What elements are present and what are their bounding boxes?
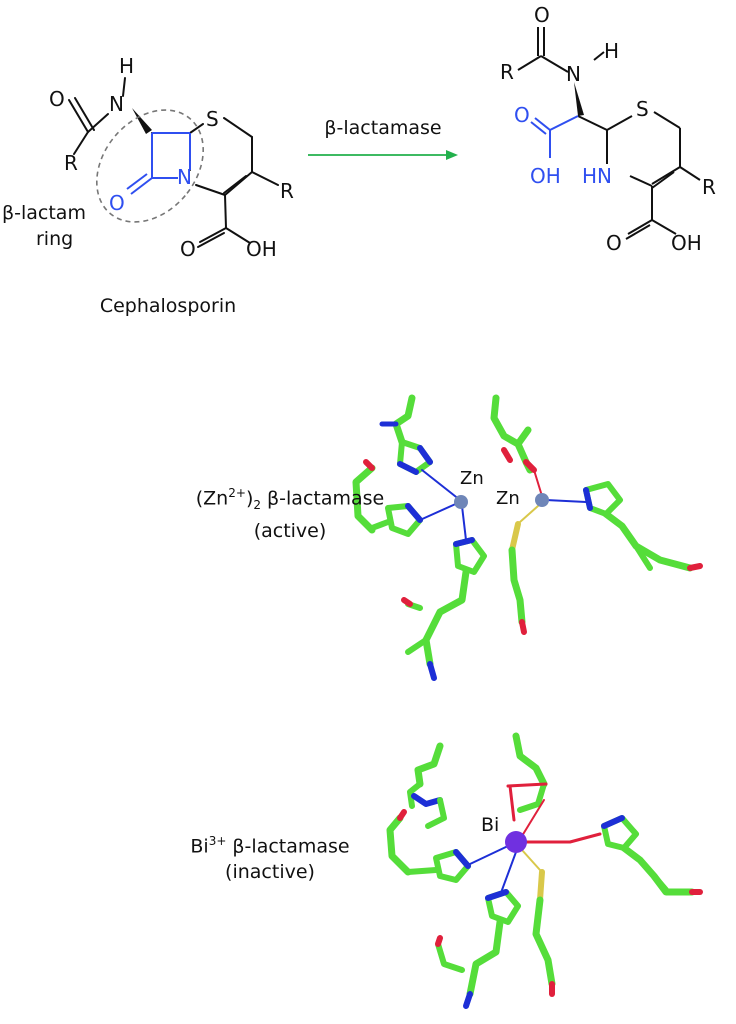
product-atom-HN: HN xyxy=(582,164,612,188)
atom-O-acid: O xyxy=(180,237,196,261)
zinc-caption-subscript: 2 xyxy=(253,498,261,513)
reaction-arrow xyxy=(308,150,458,160)
zinc-caption-charge: 2+ xyxy=(228,486,246,500)
zinc-label-left: Zn xyxy=(460,468,484,489)
product-atom-O-acyl: O xyxy=(534,3,550,27)
atom-H: H xyxy=(119,54,134,78)
atom-N-amide: N xyxy=(109,92,124,116)
atom-O-lactam: O xyxy=(109,191,125,215)
bismuth-caption-prefix: Bi xyxy=(190,835,209,858)
product-atom-O-new: O xyxy=(514,103,530,127)
zinc-caption-enzyme: β-lactamase xyxy=(261,487,385,510)
ring-label-line1: β-lactam xyxy=(2,202,86,224)
zinc-caption-line1: (Zn2+)2 β-lactamase xyxy=(180,480,400,518)
product-atom-R-ring: R xyxy=(702,175,716,199)
bismuth-caption-line1: Bi3+ β-lactamase xyxy=(160,828,380,859)
bismuth-site-structure xyxy=(386,732,703,1009)
atom-R-acyl: R xyxy=(64,151,78,175)
product-atom-labels: O R N H S O OH HN R O OH xyxy=(500,3,716,255)
product-atom-S: S xyxy=(636,97,649,121)
cephalosporin-atom-labels: O R H N S N O R O OH xyxy=(49,54,294,261)
bismuth-caption-charge: 3+ xyxy=(208,834,227,848)
zinc-ion-left xyxy=(454,495,468,509)
zinc-caption-paren: ) xyxy=(245,487,254,510)
zinc-label-right: Zn xyxy=(496,488,520,509)
zinc-ion-right xyxy=(535,493,549,507)
product-atom-O-acid: O xyxy=(606,231,622,255)
zinc-active-site-structure xyxy=(352,394,703,681)
bismuth-caption-enzyme: β-lactamase xyxy=(226,835,350,858)
atom-S: S xyxy=(206,107,219,131)
bismuth-ion xyxy=(505,831,527,853)
product-atom-H: H xyxy=(604,39,619,63)
bismuth-caption-state: (inactive) xyxy=(225,861,315,884)
product-atom-OH-acid: OH xyxy=(671,231,702,255)
atom-O-acyl: O xyxy=(49,87,65,111)
product-structure xyxy=(517,27,701,240)
product-new-acid-bonds xyxy=(530,115,579,158)
zinc-caption: (Zn2+)2 β-lactamase (active) xyxy=(180,480,400,544)
beta-lactam-highlight-ellipse xyxy=(96,109,204,223)
bismuth-label: Bi xyxy=(481,814,499,836)
product-atom-N: N xyxy=(566,62,581,86)
bismuth-caption: Bi3+ β-lactamase (inactive) xyxy=(160,828,380,885)
atom-N-ring: N xyxy=(177,165,192,189)
beta-lactam-ring-bonds xyxy=(126,132,191,195)
product-atom-OH-new: OH xyxy=(530,164,561,188)
product-atom-R: R xyxy=(500,60,514,84)
zinc-caption-prefix: (Zn xyxy=(195,487,229,510)
reactant-name: Cephalosporin xyxy=(100,295,236,317)
ring-label-line2: ring xyxy=(36,228,73,250)
arrow-label: β-lactamase xyxy=(324,117,441,139)
atom-OH-acid: OH xyxy=(246,237,277,261)
atom-R-ring: R xyxy=(280,179,294,203)
cephalosporin-structure xyxy=(68,77,279,248)
zinc-caption-state: (active) xyxy=(253,520,327,543)
